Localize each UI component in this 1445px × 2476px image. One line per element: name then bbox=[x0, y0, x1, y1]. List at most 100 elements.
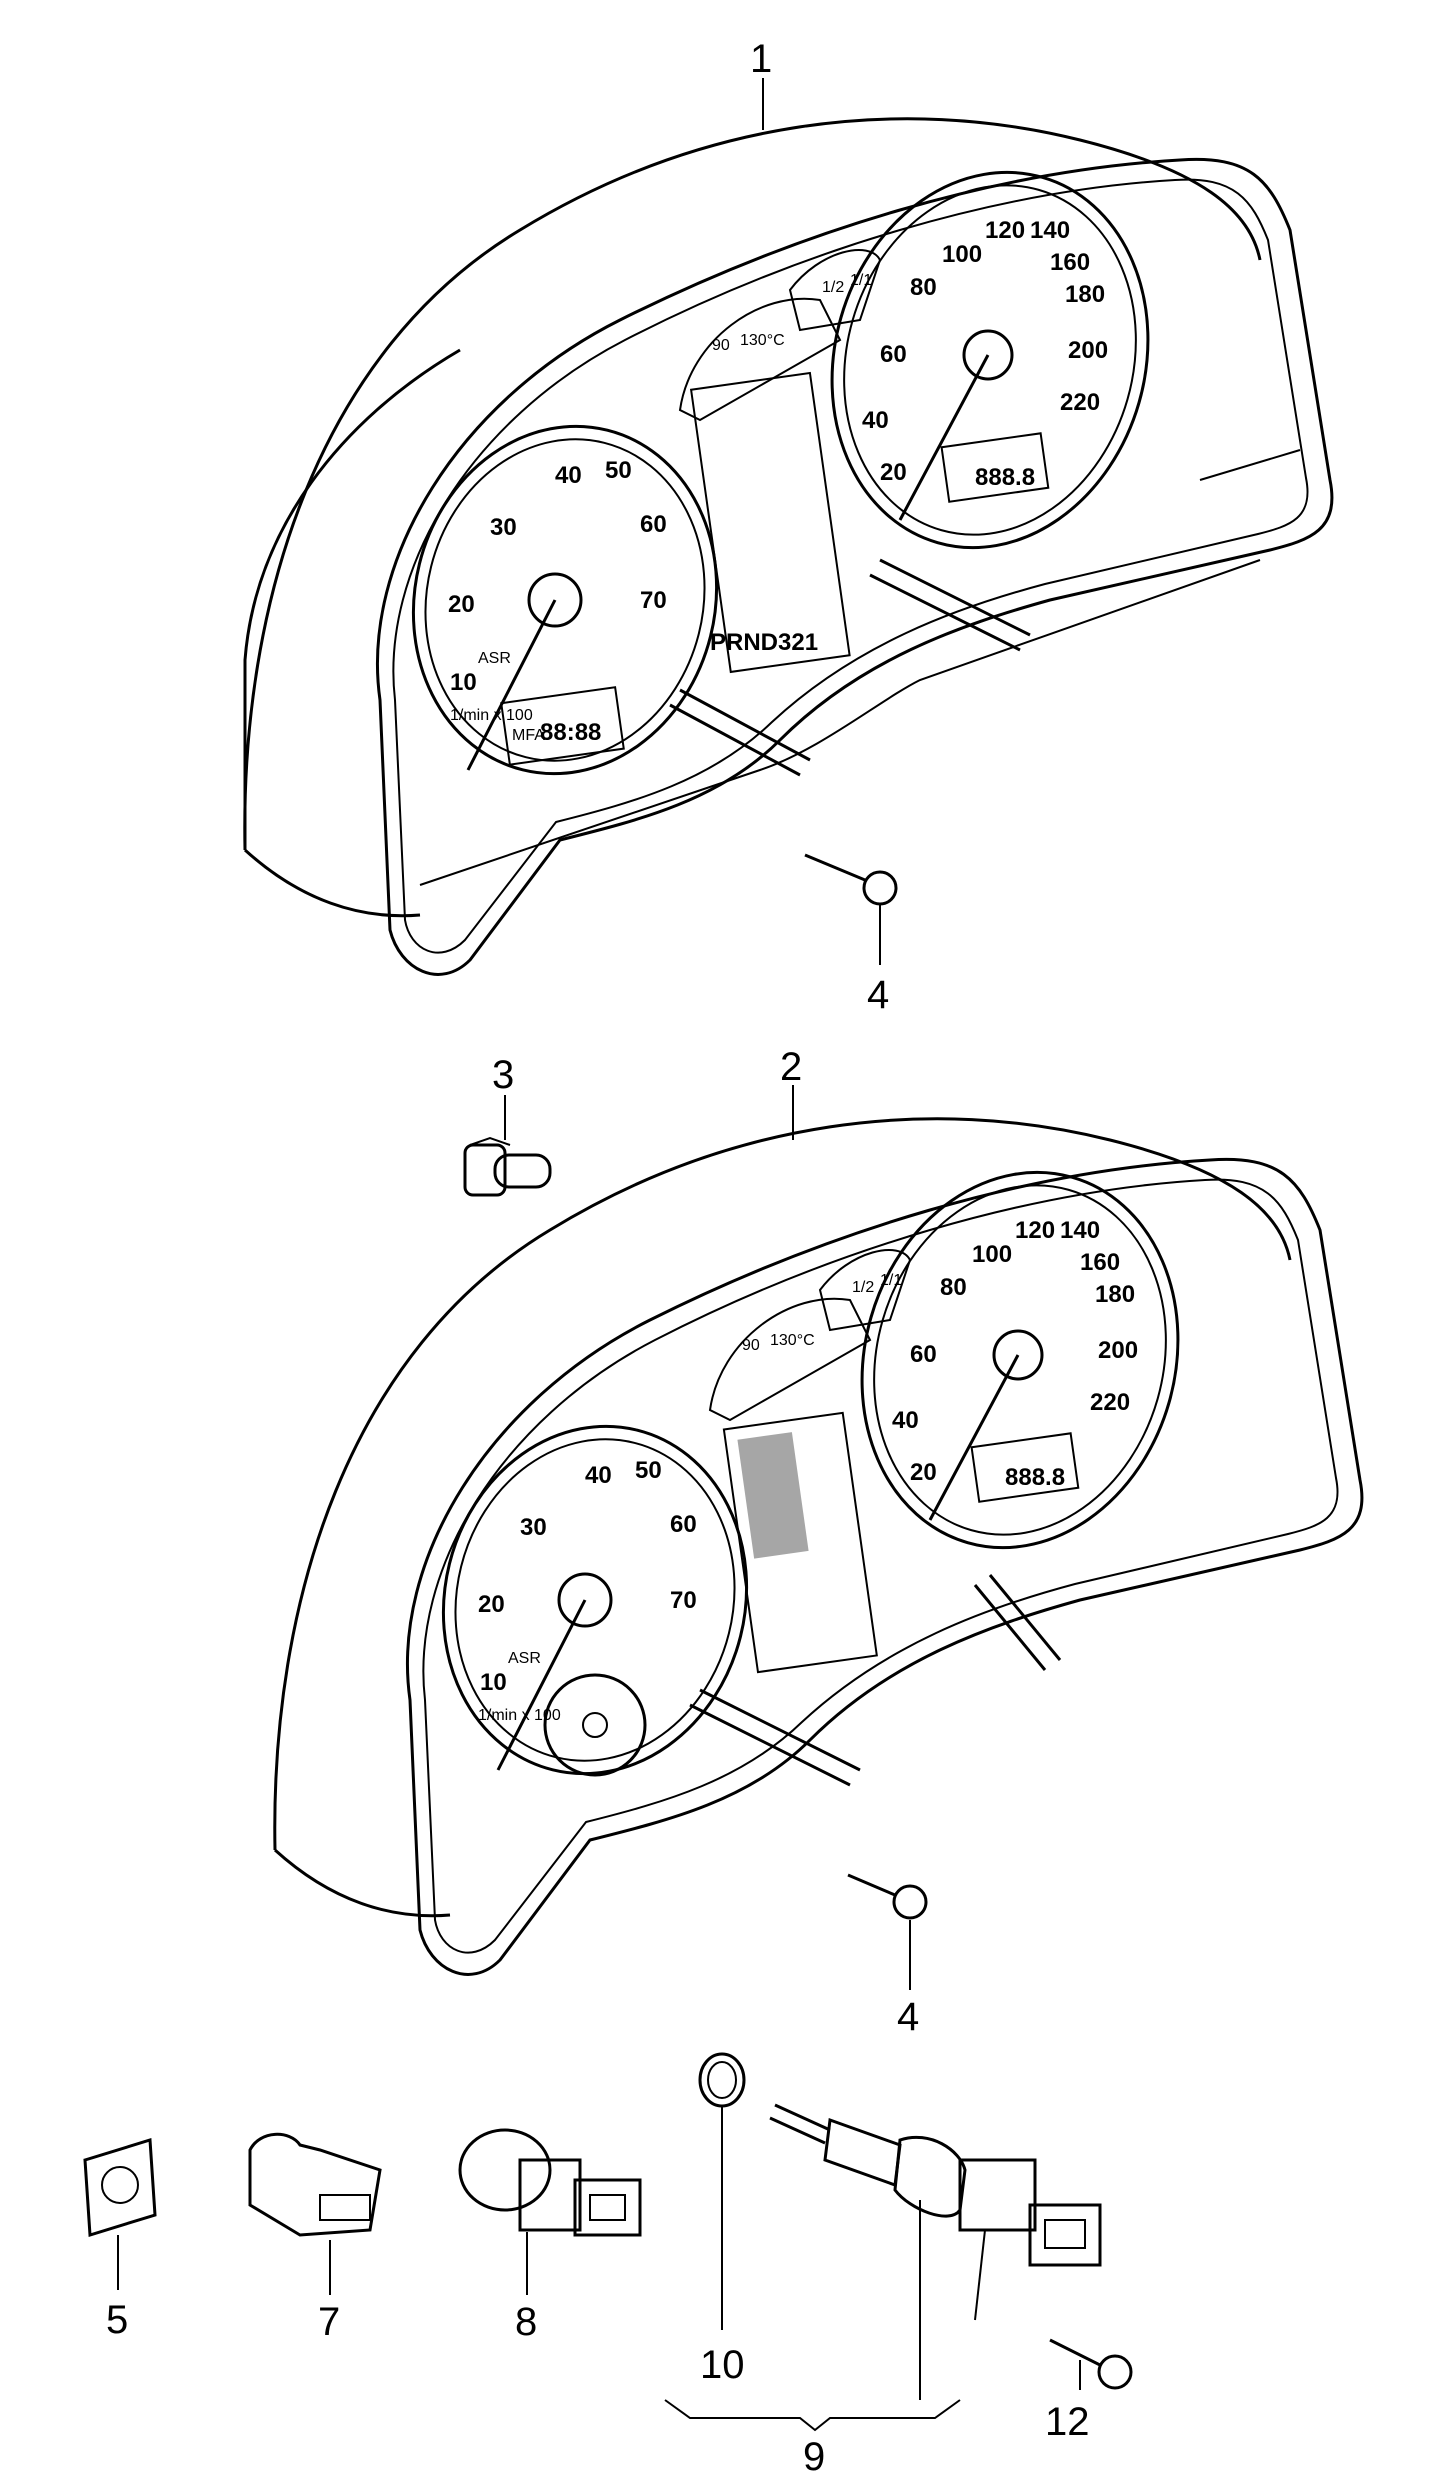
odometer-lcd-value: 888.8 bbox=[975, 464, 1035, 491]
rpm-lcd-value: 88:88 bbox=[540, 719, 601, 746]
bulb-holder-3 bbox=[463, 1136, 552, 1197]
instrument-cluster-1: 10 20 30 40 50 60 70 ASR 1/min x 100 MFA… bbox=[243, 117, 1334, 976]
speed2-tick-40: 40 bbox=[892, 1407, 919, 1434]
speed-tick-220: 220 bbox=[1060, 389, 1100, 416]
speed2-tick-100: 100 bbox=[972, 1241, 1012, 1268]
temp2-90: 90 bbox=[742, 1337, 760, 1354]
rpm-tick-30: 30 bbox=[490, 514, 517, 541]
speedometer-dial bbox=[830, 170, 1150, 550]
callout-4-bottom: 4 bbox=[897, 1995, 919, 2039]
rpm2-tick-20: 20 bbox=[478, 1591, 505, 1618]
temp2-130: 130°C bbox=[770, 1332, 815, 1349]
asr-label-2: ASR bbox=[508, 1650, 541, 1667]
rpm-tick-50: 50 bbox=[605, 457, 632, 484]
speed2-tick-20: 20 bbox=[910, 1459, 937, 1486]
speed-tick-60: 60 bbox=[880, 341, 907, 368]
callout-10: 10 bbox=[700, 2343, 745, 2387]
speedometer-hub bbox=[962, 329, 1014, 381]
center-display-2 bbox=[722, 1411, 878, 1674]
callout-7: 7 bbox=[318, 2300, 340, 2344]
speed-tick-100: 100 bbox=[942, 241, 982, 268]
fuel-gauge-2 bbox=[818, 1249, 912, 1332]
tachometer-needle bbox=[466, 599, 557, 771]
tachometer-needle-2 bbox=[496, 1599, 587, 1771]
sealing-ring-10 bbox=[698, 2052, 746, 2108]
connector-7 bbox=[248, 2132, 382, 2237]
rpm-unit-label-2: 1/min x 100 bbox=[478, 1707, 561, 1724]
temp-90: 90 bbox=[712, 337, 730, 354]
callout-2: 2 bbox=[780, 1045, 802, 1089]
tachometer-dial bbox=[411, 424, 719, 776]
fuel2-half: 1/2 bbox=[852, 1279, 874, 1296]
speed2-tick-60: 60 bbox=[910, 1341, 937, 1368]
screw-12 bbox=[1049, 2338, 1133, 2390]
rpm2-tick-60: 60 bbox=[670, 1511, 697, 1538]
dot-matrix bbox=[737, 1432, 809, 1559]
callout-12: 12 bbox=[1045, 2400, 1090, 2444]
rpm2-tick-40: 40 bbox=[585, 1462, 612, 1489]
mounting-pin-2 bbox=[988, 1574, 1062, 1661]
mounting-pin-2 bbox=[699, 1688, 861, 1772]
fuel-half: 1/2 bbox=[822, 279, 844, 296]
rpm-tick-60: 60 bbox=[640, 511, 667, 538]
speed-tick-20: 20 bbox=[880, 459, 907, 486]
speed-tick-80: 80 bbox=[910, 274, 937, 301]
callout-4-top: 4 bbox=[867, 973, 889, 1017]
clip-5 bbox=[83, 2138, 157, 2237]
speed2-tick-220: 220 bbox=[1090, 1389, 1130, 1416]
mfa-label: MFA bbox=[512, 727, 545, 744]
odometer-lcd-box bbox=[940, 432, 1050, 503]
clock-dial bbox=[543, 1673, 647, 1777]
speed2-tick-200: 200 bbox=[1098, 1337, 1138, 1364]
temp-130: 130°C bbox=[740, 332, 785, 349]
fuel-gauge bbox=[788, 249, 882, 332]
speed2-tick-180: 180 bbox=[1095, 1281, 1135, 1308]
rpm2-tick-50: 50 bbox=[635, 1457, 662, 1484]
asr-label: ASR bbox=[478, 650, 511, 667]
callout-9: 9 bbox=[803, 2435, 825, 2476]
rpm-tick-20: 20 bbox=[448, 591, 475, 618]
mounting-pin bbox=[879, 558, 1031, 637]
rpm-tick-10: 10 bbox=[450, 669, 477, 696]
odometer-lcd-box-2 bbox=[970, 1432, 1080, 1503]
instrument-cluster-2: 10 20 30 40 50 60 70 ASR 1/min x 100 90 … bbox=[273, 1117, 1364, 1976]
callout-1: 1 bbox=[750, 37, 772, 81]
tachometer-hub bbox=[527, 572, 583, 628]
callout-5: 5 bbox=[106, 2298, 128, 2342]
sender-9 bbox=[769, 2103, 1102, 2321]
rpm2-tick-30: 30 bbox=[520, 1514, 547, 1541]
speed2-tick-160: 160 bbox=[1080, 1249, 1120, 1276]
tachometer-dial-2 bbox=[441, 1424, 749, 1776]
speed-tick-120: 120 bbox=[985, 217, 1025, 244]
speed2-tick-120: 120 bbox=[1015, 1217, 1055, 1244]
callout-8: 8 bbox=[515, 2300, 537, 2344]
speed2-tick-80: 80 bbox=[940, 1274, 967, 1301]
temp-gauge-2 bbox=[708, 1297, 872, 1422]
speed-tick-160: 160 bbox=[1050, 249, 1090, 276]
rpm-tick-40: 40 bbox=[555, 462, 582, 489]
callout-3: 3 bbox=[492, 1053, 514, 1097]
speed-tick-40: 40 bbox=[862, 407, 889, 434]
screw-4-top bbox=[804, 853, 898, 906]
center-display bbox=[689, 371, 851, 674]
rpm2-tick-10: 10 bbox=[480, 1669, 507, 1696]
bracket-9 bbox=[664, 2399, 961, 2432]
temp-gauge bbox=[678, 297, 842, 422]
speed-tick-140: 140 bbox=[1030, 217, 1070, 244]
rpm-tick-70: 70 bbox=[640, 587, 667, 614]
mounting-pin bbox=[679, 688, 811, 762]
rpm-unit-label: 1/min x 100 bbox=[450, 707, 533, 724]
screw-4-bottom bbox=[847, 1873, 928, 1920]
sensor-8 bbox=[458, 2128, 642, 2237]
speedometer-needle-2 bbox=[928, 1354, 1020, 1521]
speedometer-dial-2 bbox=[860, 1170, 1180, 1550]
speed-tick-200: 200 bbox=[1068, 337, 1108, 364]
speed2-tick-140: 140 bbox=[1060, 1217, 1100, 1244]
prnd-indicator: PRND321 bbox=[710, 629, 818, 656]
odometer-lcd-value-2: 888.8 bbox=[1005, 1464, 1065, 1491]
speedometer-needle bbox=[898, 354, 990, 521]
rpm2-tick-70: 70 bbox=[670, 1587, 697, 1614]
rpm-lcd-box bbox=[500, 686, 625, 766]
